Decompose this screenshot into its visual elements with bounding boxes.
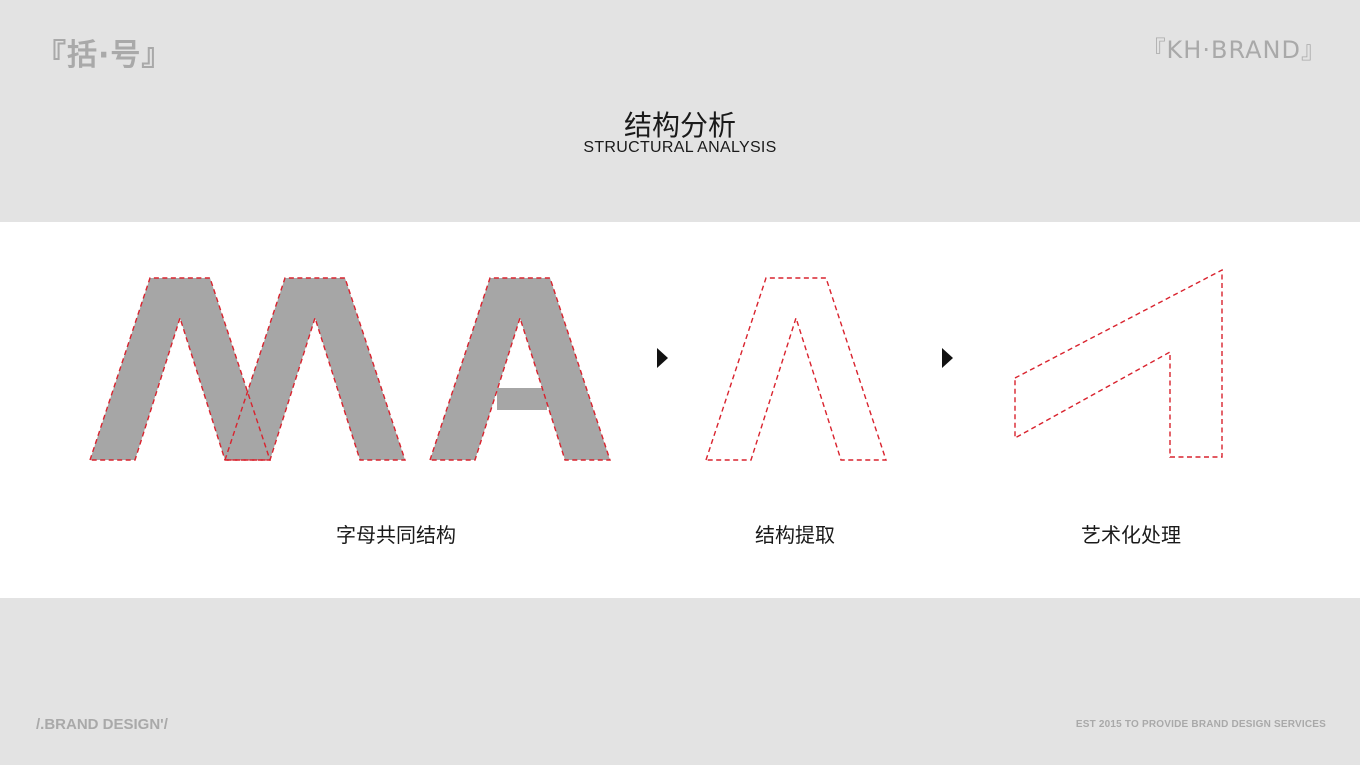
letter-m-shape — [90, 278, 405, 460]
caption-structure-extraction: 结构提取 — [755, 523, 835, 547]
footer-band — [0, 598, 1360, 765]
letter-a-shape — [430, 278, 610, 460]
arrow-right-icon — [942, 348, 953, 368]
caption-common-structure: 字母共同结构 — [336, 523, 456, 547]
arrow-right-icon — [657, 348, 668, 368]
header-band — [0, 0, 1360, 222]
extracted-structure-outline — [705, 277, 887, 461]
structure-diagram — [89, 268, 1223, 461]
footer-brand-design: /.BRAND DESIGN'/ — [36, 716, 168, 733]
shared-structure-outlines — [89, 277, 611, 461]
brand-logo-left: 『括·号』 — [36, 38, 173, 73]
page-subtitle: STRUCTURAL ANALYSIS — [583, 139, 777, 156]
artistic-shape-outline — [1014, 268, 1223, 458]
letters-ma-figure — [89, 277, 611, 461]
caption-artistic-treatment: 艺术化处理 — [1081, 523, 1181, 547]
footer-tagline: EST 2015 TO PROVIDE BRAND DESIGN SERVICE… — [1075, 719, 1326, 730]
brand-logo-right: 『KH·BRAND』 — [1141, 36, 1326, 64]
page-title: 结构分析 — [623, 109, 736, 142]
